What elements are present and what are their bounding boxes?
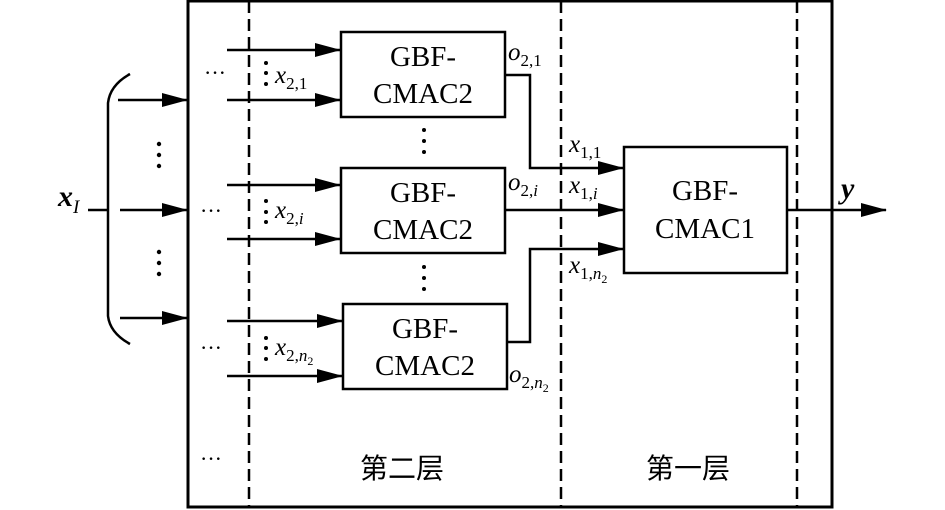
svg-text:GBF-: GBF- [390, 41, 456, 73]
vertical-ellipsis-left-upper [156, 141, 162, 169]
cmac1-input-label-3: x1,n2 [568, 252, 607, 286]
gbf-cmac2-block-2: GBF- CMAC2 [339, 166, 507, 255]
gbf-cmac1-block: GBF- CMAC1 [622, 145, 789, 275]
h-ellipsis-2: ··· [200, 198, 222, 223]
block2-output-label: o2,i [508, 169, 538, 200]
block1-input-label: x2,1 [274, 62, 307, 93]
block1-output-label: o2,1 [508, 39, 542, 70]
input-dots-2 [264, 199, 268, 224]
svg-text:GBF-: GBF- [672, 175, 738, 207]
h-ellipsis-3: ··· [200, 335, 222, 360]
input-dots-1 [264, 61, 268, 86]
vertical-ellipsis-blocks-lower [422, 265, 426, 291]
svg-text:GBF-: GBF- [392, 313, 458, 345]
layer1-label: 第一层 [646, 452, 730, 485]
svg-text:CMAC1: CMAC1 [655, 213, 755, 245]
vertical-ellipsis-left-lower [156, 249, 162, 277]
layer2-label: 第二层 [360, 452, 444, 485]
block3-output-label: o2,n2 [509, 361, 549, 395]
gbf-cmac2-block-3: GBF- CMAC2 [341, 302, 509, 391]
input-dots-3 [264, 336, 268, 361]
output-symbol: y [838, 172, 855, 205]
block3-input-label: x2,n2 [274, 334, 313, 368]
connection-block3-to-cmac1 [507, 242, 624, 344]
h-ellipsis-4: ··· [200, 446, 222, 471]
gbf-cmac2-block-1: GBF- CMAC2 [339, 30, 507, 119]
vertical-ellipsis-blocks-upper [422, 128, 426, 154]
svg-text:GBF-: GBF- [390, 177, 456, 209]
outer-frame [186, 0, 834, 509]
svg-text:CMAC2: CMAC2 [373, 214, 473, 246]
svg-text:CMAC2: CMAC2 [375, 350, 475, 382]
cmac1-input-label-2: x1,i [568, 172, 598, 203]
input-symbol: xI [57, 180, 81, 218]
block2-input-label: x2,i [274, 197, 304, 228]
connection-block1-to-cmac1 [505, 73, 624, 175]
h-ellipsis-1: ··· [204, 60, 226, 85]
svg-text:CMAC2: CMAC2 [373, 78, 473, 110]
cmac1-input-label-1: x1,1 [568, 131, 601, 162]
